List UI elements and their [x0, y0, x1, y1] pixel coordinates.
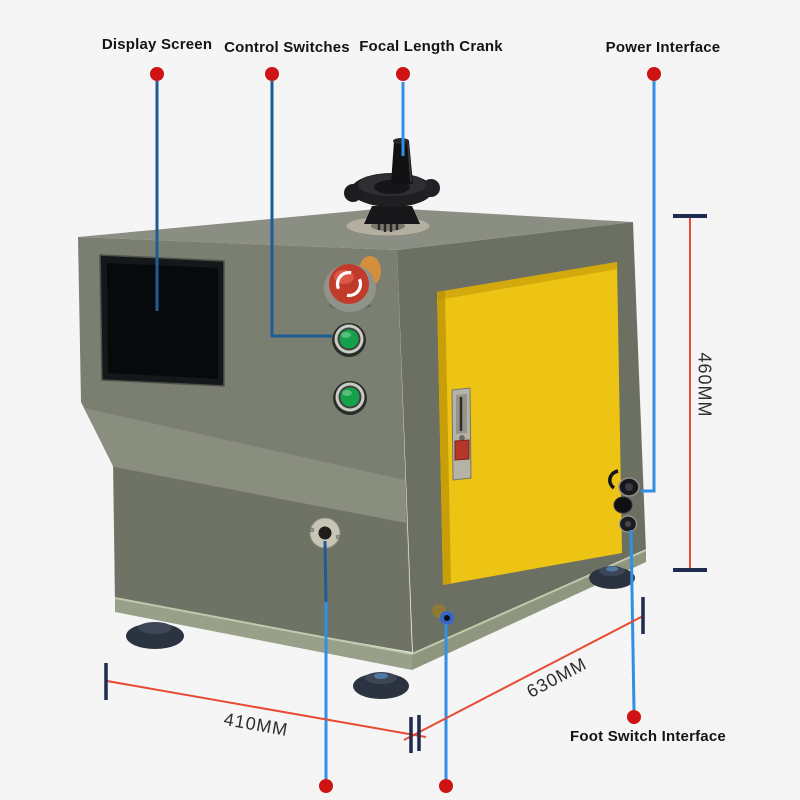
focus-crank	[344, 138, 440, 237]
display-screen	[99, 254, 225, 387]
callout-dot-focal-length-crank	[396, 67, 410, 81]
dimension-label-height: 460MM	[694, 352, 715, 418]
callout-line-front-port-upper	[323, 540, 328, 603]
machine-foot-front	[353, 672, 409, 699]
emergency-stop-button	[324, 256, 381, 312]
machine-front-chamfer	[84, 408, 406, 523]
door-panel	[437, 262, 622, 585]
crank-handle	[391, 141, 413, 184]
dimension-line-width	[106, 680, 427, 738]
dimension-line-depth	[403, 615, 644, 741]
callout-dot-control-switches	[265, 67, 279, 81]
dimension-lines	[104, 214, 707, 753]
air-fitting	[432, 604, 454, 625]
label-foot-switch-interface: Foot Switch Interface	[570, 728, 726, 745]
foot-switch-connector	[618, 515, 638, 533]
callout-dot-foot-switch	[627, 710, 641, 724]
green-button-top	[332, 323, 366, 357]
door-lock	[451, 387, 472, 481]
machine-front-lower	[114, 467, 412, 652]
label-control-switches: Control Switches	[224, 39, 350, 56]
callout-dot-power-interface	[647, 67, 661, 81]
callout-dots	[150, 67, 661, 793]
machine-foot-right	[589, 566, 635, 589]
machine-body	[78, 138, 647, 699]
label-display-screen: Display Screen	[101, 36, 213, 53]
power-connector	[608, 469, 640, 514]
callout-dot-front-port	[319, 779, 333, 793]
base-plate-front	[115, 598, 412, 670]
base-plate-side	[412, 550, 646, 670]
green-button-bottom	[333, 381, 367, 415]
callout-line-control-switches	[270, 81, 332, 338]
machine-foot-left	[126, 622, 184, 649]
label-power-interface: Power Interface	[605, 39, 721, 56]
callout-dot-display-screen	[150, 67, 164, 81]
crank-hub	[364, 206, 420, 224]
callout-dot-air-fitting	[439, 779, 453, 793]
callout-line-power-interface	[641, 81, 656, 493]
power-connector-cap	[613, 496, 633, 514]
callout-line-foot-switch	[629, 529, 636, 711]
base-plate-edge-highlight	[114, 549, 647, 656]
callout-lines	[155, 81, 656, 779]
lock-red-button	[454, 439, 470, 461]
label-focal-length-crank: Focal Length Crank	[359, 38, 503, 55]
